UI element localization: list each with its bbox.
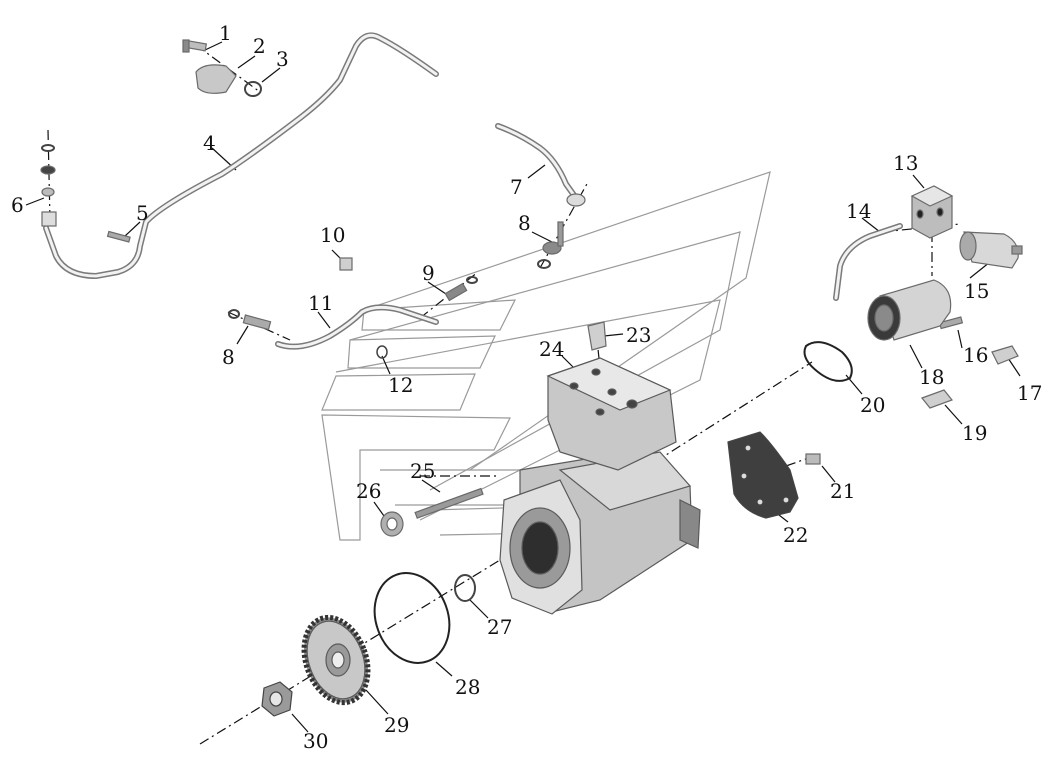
- callout-29: 29: [384, 713, 409, 737]
- callout-3: 3: [276, 47, 289, 71]
- callout-2: 2: [253, 34, 266, 58]
- assembly-axis-lines: [47, 44, 961, 745]
- air-line-tube-4: [43, 32, 439, 279]
- callout-18: 18: [919, 365, 944, 389]
- callout-19: 19: [962, 421, 987, 445]
- callout-14: 14: [846, 199, 871, 223]
- callout-17: 17: [1017, 381, 1042, 405]
- callout-20: 20: [860, 393, 885, 417]
- tube-14: [833, 223, 903, 301]
- callout-12: 12: [388, 373, 413, 397]
- small-parts: [40, 39, 1019, 664]
- callout-13: 13: [893, 151, 918, 175]
- callout-labels: 1 2 3 4 5 6 7 8 8 9 10 11 12 13 14 15 16…: [11, 21, 1042, 753]
- callout-16: 16: [963, 343, 988, 367]
- gasket-20: [803, 341, 853, 382]
- callout-5: 5: [136, 201, 149, 225]
- callout-7: 7: [510, 175, 523, 199]
- callout-8-lower: 8: [222, 345, 235, 369]
- callout-10: 10: [320, 223, 345, 247]
- valve-block-13: [910, 185, 954, 239]
- callout-26: 26: [356, 479, 381, 503]
- callout-28: 28: [455, 675, 480, 699]
- callout-8-upper: 8: [518, 211, 531, 235]
- callout-6: 6: [11, 193, 24, 217]
- nut-30: [261, 681, 293, 717]
- callout-24: 24: [539, 337, 564, 361]
- callout-27: 27: [487, 615, 512, 639]
- callout-15: 15: [964, 279, 989, 303]
- callout-11: 11: [308, 291, 333, 315]
- callout-9: 9: [422, 261, 435, 285]
- air-line-tube-11: [275, 304, 439, 350]
- leader-lines: [25, 41, 1021, 733]
- callout-30: 30: [303, 729, 328, 753]
- callout-22: 22: [783, 523, 808, 547]
- compressor-body-24: [499, 357, 701, 615]
- mounting-plate-22: [727, 431, 799, 519]
- pipe-7: [495, 123, 586, 207]
- callout-1: 1: [219, 21, 232, 45]
- callout-25: 25: [410, 459, 435, 483]
- callout-4: 4: [203, 131, 216, 155]
- callout-21: 21: [830, 479, 855, 503]
- callout-23: 23: [626, 323, 651, 347]
- cylinder-18: [867, 279, 952, 341]
- drive-gear-29: [301, 614, 371, 706]
- governor-15: [959, 231, 1023, 269]
